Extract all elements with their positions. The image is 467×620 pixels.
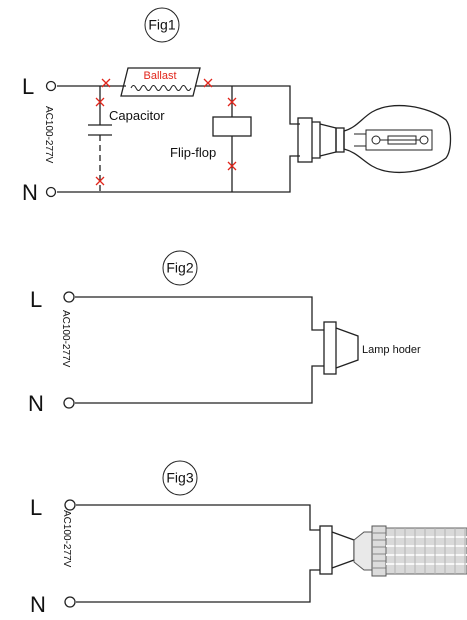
- fig1-line-terminal: [45, 80, 57, 92]
- fig2-line-terminal: [63, 291, 75, 303]
- cut-mark: [227, 161, 237, 171]
- fig1-neutral-wire: [57, 155, 300, 193]
- fig3-neutral-wire: [76, 569, 320, 603]
- fig2-neutral-label: N: [28, 391, 44, 416]
- fig3-neutral-terminal: [64, 596, 76, 608]
- fig3-line-wire: [76, 504, 320, 531]
- figure-2: Fig2 L N AC100-277V Lamp hoder: [28, 250, 421, 416]
- fig1-ballast-box: [120, 67, 201, 97]
- fig1-title: Fig1: [148, 17, 175, 33]
- fig3-title: Fig3: [166, 470, 193, 486]
- fig1-neutral-label: N: [22, 180, 38, 205]
- fig3-neutral-label: N: [30, 592, 46, 617]
- fig1-capacitor-plates: [88, 124, 112, 136]
- fig3-voltage-label: AC100-277V: [61, 510, 72, 568]
- fig1-flipflop-label: Flip-flop: [170, 145, 216, 160]
- fig1-hid-lamp-icon: [297, 104, 452, 174]
- fig1-flipflop-box: [212, 116, 252, 137]
- fig1-cut-marks: [95, 78, 237, 186]
- fig1-ballast-coil: [130, 85, 192, 91]
- fig3-led-corn-bulb-icon: [353, 525, 467, 577]
- figure-3: Fig3 L N AC100-277V: [30, 460, 467, 617]
- fig1-line-wire-right: [195, 85, 300, 125]
- fig1-line-label: L: [22, 74, 34, 99]
- fig3-title-circle: [162, 460, 198, 496]
- cut-mark: [227, 97, 237, 107]
- cut-mark: [203, 78, 213, 88]
- fig3-lamp-holder-icon: [319, 525, 355, 575]
- fig1-capacitor-label: Capacitor: [109, 108, 165, 123]
- fig2-lamp-holder-label: Lamp hoder: [362, 344, 421, 356]
- cut-mark: [95, 176, 105, 186]
- fig2-line-label: L: [30, 287, 42, 312]
- fig2-title-circle: [162, 250, 198, 286]
- fig1-neutral-terminal: [45, 186, 57, 198]
- fig2-voltage-label: AC100-277V: [60, 310, 71, 368]
- fig3-line-terminal: [64, 499, 76, 511]
- fig2-lamp-holder-icon: [323, 321, 359, 375]
- fig1-voltage-label: AC100-277V: [43, 106, 54, 164]
- fig1-ballast-label: Ballast: [143, 70, 176, 82]
- fig2-title: Fig2: [166, 260, 193, 276]
- fig2-neutral-wire: [75, 365, 324, 404]
- fig2-line-wire: [75, 296, 324, 331]
- fig3-line-label: L: [30, 495, 42, 520]
- cut-mark: [101, 78, 111, 88]
- figure-1: Fig1 L N AC100-277V Capacitor Ballast Fl…: [22, 7, 452, 205]
- fig1-title-circle: [144, 7, 180, 43]
- cut-mark: [95, 97, 105, 107]
- fig2-neutral-terminal: [63, 397, 75, 409]
